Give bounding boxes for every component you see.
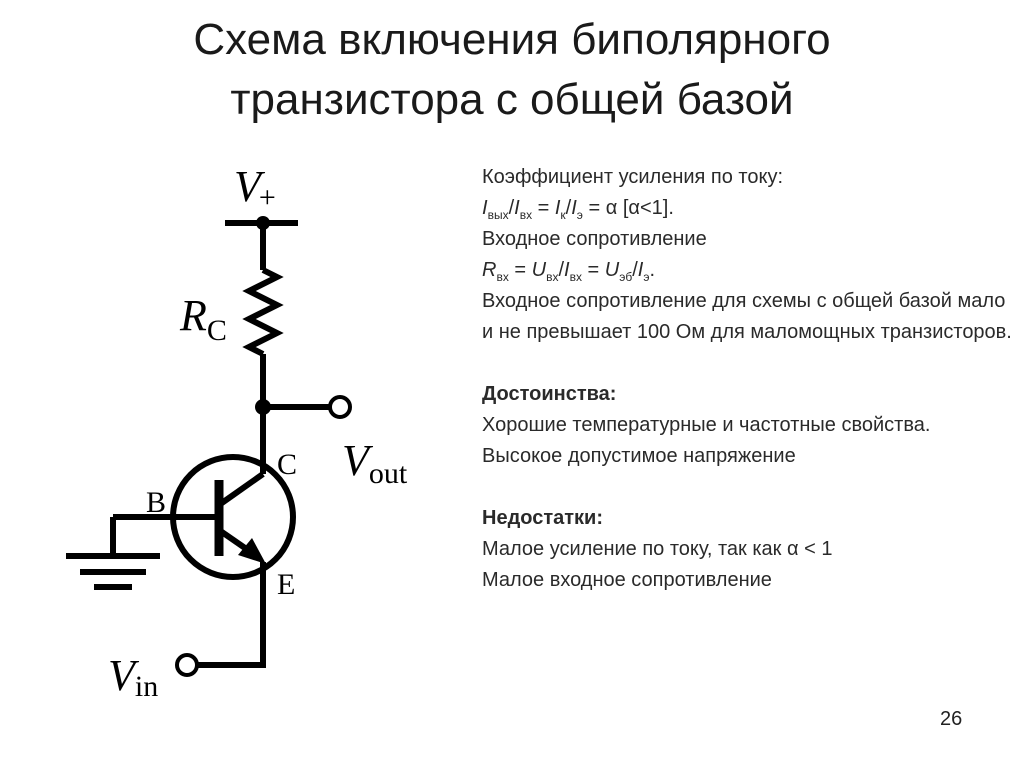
label-emitter: E (277, 568, 295, 601)
input-res-formula: Rвх = Uвх/Iвх = Uэб/Iэ. (482, 259, 656, 284)
input-res-title: Входное сопротивление (482, 228, 707, 250)
vin-terminal (175, 653, 199, 677)
label-rc: RC (179, 291, 227, 347)
ground-icon (66, 553, 160, 590)
description-text: Коэффициент усиления по току: Iвых/Iвх =… (482, 162, 1012, 596)
title-line-2: транзистора с общей базой (230, 75, 794, 124)
label-v-plus: V+ (234, 162, 276, 214)
emitter-arrow (238, 538, 266, 564)
disadvantages-title: Недостатки: (482, 507, 604, 529)
label-collector: C (277, 448, 297, 481)
vout-terminal (328, 395, 352, 419)
disadvantage-item: Малое усиление по току, так как α < 1 (482, 538, 833, 560)
rail-junction-dot (256, 216, 270, 230)
advantage-item: Высокое допустимое напряжение (482, 445, 796, 467)
gain-formula: Iвых/Iвх = Iк/Iэ = α [α<1]. (482, 197, 674, 222)
page-number: 26 (940, 708, 963, 730)
label-base: B (146, 486, 166, 519)
label-vin: Vin (108, 651, 158, 703)
resistor-rc (242, 267, 284, 357)
common-base-circuit-diagram: V+ RC C Vout B E Vin (66, 162, 408, 703)
slide-title: Схема включения биполярного транзистора … (0, 10, 1024, 130)
input-res-note: Входное сопротивление для схемы с общей … (482, 290, 1012, 343)
advantage-item: Хорошие температурные и частотные свойст… (482, 414, 931, 436)
disadvantage-item: Малое входное сопротивление (482, 569, 772, 591)
advantages-title: Достоинства: (482, 383, 617, 405)
label-vout: Vout (342, 436, 408, 490)
gain-title: Коэффициент усиления по току: (482, 166, 784, 188)
collector-lead (217, 471, 265, 508)
title-line-1: Схема включения биполярного (193, 15, 831, 64)
